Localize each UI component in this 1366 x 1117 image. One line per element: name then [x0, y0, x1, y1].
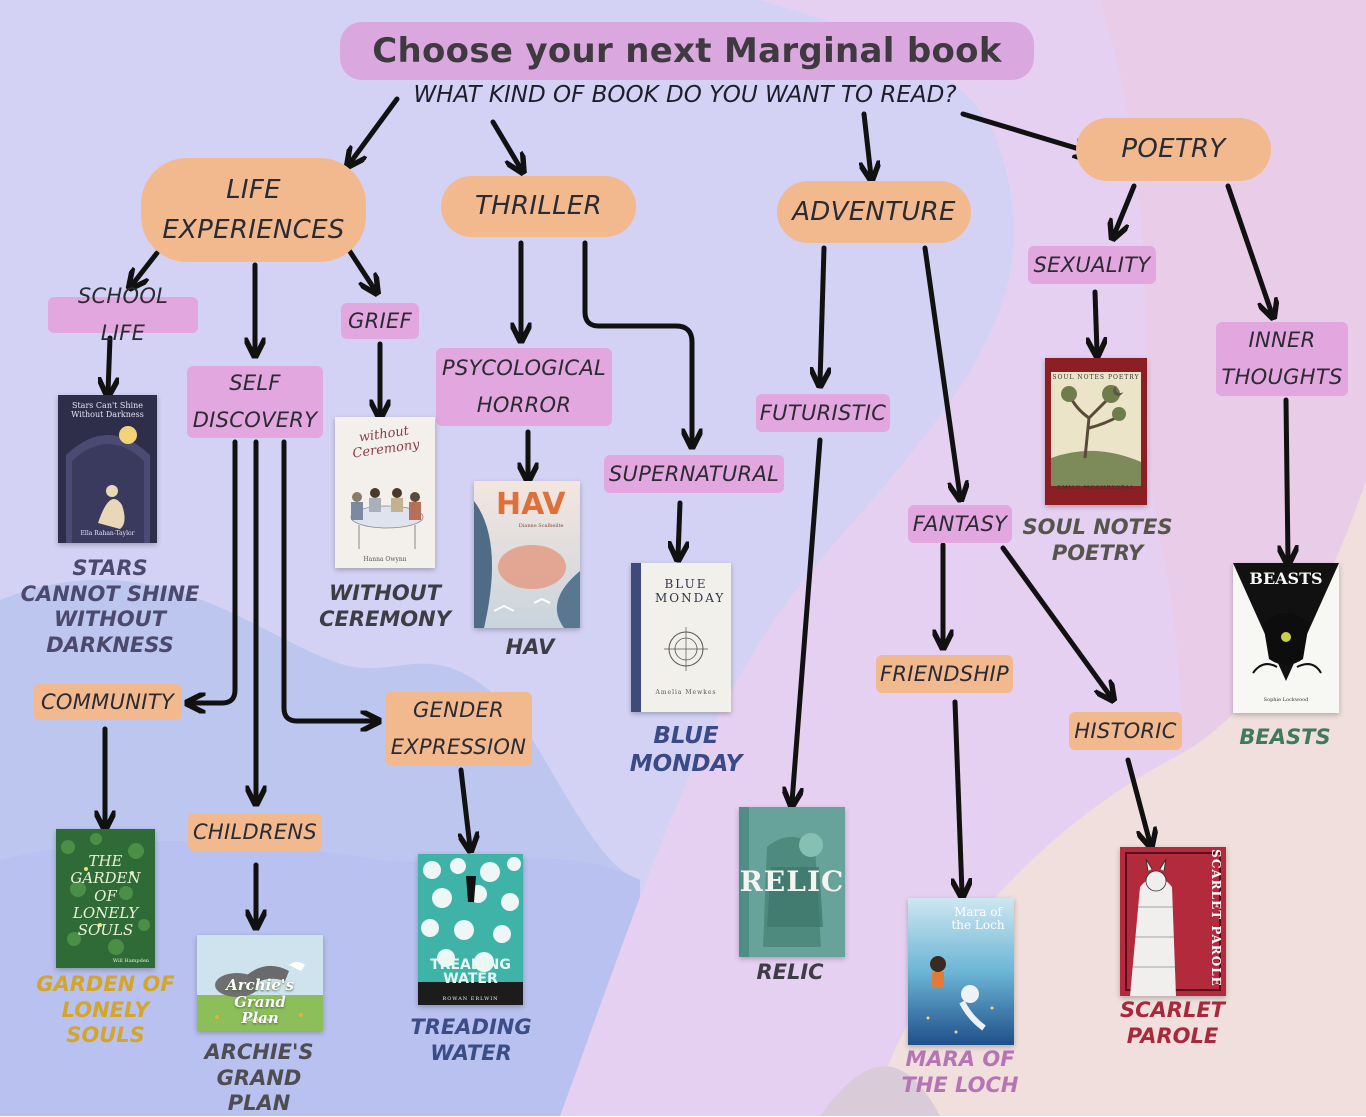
garden-cover-art [56, 829, 155, 968]
ceremony-cover-art [335, 417, 435, 568]
sub-psycological-horror[interactable]: PSYCOLOGICAL HORROR [436, 348, 612, 426]
garden-cover-title: THE GARDEN OF LONELY SOULS [70, 852, 141, 939]
sub-friendship[interactable]: FRIENDSHIP [876, 655, 1013, 693]
category-adventure-label: ADVENTURE [792, 196, 956, 227]
soul-notes-cover-art [1045, 358, 1147, 505]
main-question: WHAT KIND OF BOOK DO YOU WANT TO READ? [413, 82, 957, 108]
book-cover-stars[interactable]: Stars Can't Shine Without Darkness Ella … [58, 395, 157, 543]
book-cover-hav[interactable]: HAV Dianne Scalbeilte [474, 481, 580, 628]
hav-cover-art [474, 481, 580, 628]
category-life-experiences[interactable]: LIFE EXPERIENCES [141, 158, 366, 262]
sub-historic-label: HISTORIC [1074, 718, 1177, 743]
book-title-ceremony: WITHOUT CEREMONY [319, 581, 451, 631]
book-title-stars: STARS CANNOT SHINE WITHOUT DARKNESS [20, 556, 200, 657]
book-cover-blue-monday[interactable]: BLUE MONDAY Amelia Mewkes [631, 563, 731, 712]
book-title-beasts: BEASTS [1239, 725, 1331, 749]
hav-cover-author: Dianne Scalbeilte [518, 523, 564, 529]
category-life-label: LIFE EXPERIENCES [162, 174, 345, 245]
treading-cover-author: ROWAN ERLWIN [442, 996, 499, 1002]
book-cover-ceremony[interactable]: without Ceremony Hanna Owynn [335, 417, 435, 568]
sub-school-life[interactable]: SCHOOL LIFE [48, 284, 198, 345]
blue-monday-cover-title: BLUE MONDAY [655, 577, 726, 606]
sub-childrens-label: CHILDRENS [192, 819, 318, 844]
beasts-cover-art [1233, 563, 1339, 713]
stars-cover-author: Ella Rahan-Taylor [80, 530, 135, 537]
sub-psycological-horror-label: PSYCOLOGICAL HORROR [441, 356, 607, 417]
book-cover-relic[interactable]: RELIC [739, 807, 845, 957]
sub-community-label: COMMUNITY [40, 689, 175, 714]
scarlet-cover-title: SCARLET PAROLE [1209, 849, 1223, 987]
beasts-cover-title: BEASTS [1249, 569, 1323, 588]
book-cover-beasts[interactable]: BEASTS Sophie Lockwood [1233, 563, 1339, 713]
treading-cover-title: TREADING WATER [430, 957, 511, 987]
book-title-blue-monday: BLUE MONDAY [629, 723, 743, 778]
sub-futuristic-label: FUTURISTIC [759, 400, 887, 425]
book-title-archie: ARCHIE'S GRAND PLAN [204, 1040, 314, 1116]
scarlet-cover-art [1120, 847, 1226, 996]
sub-community[interactable]: COMMUNITY [33, 684, 182, 720]
sub-supernatural[interactable]: SUPERNATURAL [604, 455, 784, 493]
garden-cover-author: Will Hampden [112, 958, 149, 964]
sub-inner-thoughts-label: INNER THOUGHTS [1221, 328, 1343, 389]
ceremony-cover-author: Hanna Owynn [363, 556, 407, 563]
relic-cover-title: RELIC [739, 865, 845, 898]
sub-inner-thoughts[interactable]: INNER THOUGHTS [1216, 322, 1348, 396]
sub-self-discovery-label: SELF DISCOVERY [192, 371, 318, 432]
sub-fantasy-label: FANTASY [912, 511, 1008, 536]
sub-grief-label: GRIEF [348, 308, 412, 333]
stars-cover-title: Stars Can't Shine Without Darkness [71, 401, 144, 420]
relic-cover-art [739, 807, 845, 957]
sub-sexuality[interactable]: SEXUALITY [1028, 246, 1156, 284]
sub-historic[interactable]: HISTORIC [1069, 712, 1182, 750]
stars-cover-art [58, 395, 157, 543]
beasts-cover-author: Sophie Lockwood [1263, 697, 1309, 703]
sub-gender-expression-label: GENDER EXPRESSION [390, 698, 527, 759]
book-title-treading: TREADING WATER [410, 1015, 532, 1065]
book-title-relic: RELIC [756, 960, 824, 984]
mara-cover-art [908, 898, 1014, 1045]
sub-sexuality-label: SEXUALITY [1033, 252, 1151, 277]
book-cover-garden[interactable]: THE GARDEN OF LONELY SOULS Will Hampden [56, 829, 155, 968]
sub-gender-expression[interactable]: GENDER EXPRESSION [385, 692, 532, 766]
book-cover-mara[interactable]: Mara of the Loch [908, 898, 1014, 1045]
book-title-mara: MARA OF THE LOCH [901, 1047, 1019, 1097]
book-title-soul-notes: SOUL NOTES POETRY [1022, 515, 1173, 565]
sub-grief[interactable]: GRIEF [341, 303, 419, 339]
book-title-garden: GARDEN OF LONELY SOULS [36, 972, 175, 1048]
sub-childrens[interactable]: CHILDRENS [188, 813, 322, 851]
blue-monday-cover-art [664, 627, 708, 671]
sub-supernatural-label: SUPERNATURAL [608, 461, 780, 486]
soul-notes-cover-author: EMILY MCCHRYSTAL [1057, 485, 1135, 491]
sub-self-discovery[interactable]: SELF DISCOVERY [187, 366, 323, 438]
book-title-hav: HAV [505, 635, 555, 659]
book-cover-scarlet[interactable]: SCARLET PAROLE [1120, 847, 1226, 996]
category-thriller-label: THRILLER [474, 191, 603, 222]
book-title-scarlet: SCARLET PAROLE [1119, 998, 1225, 1048]
book-cover-treading[interactable]: TREADING WATER ROWAN ERLWIN [418, 854, 523, 1005]
mara-cover-title: Mara of the Loch [951, 905, 1005, 933]
sub-fantasy[interactable]: FANTASY [908, 505, 1012, 543]
hav-cover-title: HAV [496, 487, 566, 522]
book-cover-archie[interactable]: Archie's Grand Plan Roy Haynes [197, 935, 323, 1031]
sub-futuristic[interactable]: FUTURISTIC [756, 394, 890, 432]
category-poetry[interactable]: POETRY [1076, 118, 1271, 181]
page-title: Choose your next Marginal book [340, 22, 1034, 80]
category-adventure[interactable]: ADVENTURE [777, 181, 971, 243]
archie-cover-author: Roy Haynes [244, 1017, 276, 1023]
sub-friendship-label: FRIENDSHIP [880, 661, 1009, 686]
archie-cover-title: Archie's Grand Plan [226, 976, 294, 1027]
category-poetry-label: POETRY [1121, 134, 1226, 165]
treading-cover-art [418, 854, 523, 1005]
blue-monday-cover-author: Amelia Mewkes [655, 689, 717, 696]
category-thriller[interactable]: THRILLER [441, 176, 636, 237]
soul-notes-cover-title: SOUL NOTES POETRY [1052, 374, 1140, 381]
sub-school-life-label: SCHOOL LIFE [77, 284, 169, 345]
archie-cover-art [197, 935, 323, 1031]
book-cover-soul-notes[interactable]: SOUL NOTES POETRY EMILY MCCHRYSTAL [1045, 358, 1147, 505]
